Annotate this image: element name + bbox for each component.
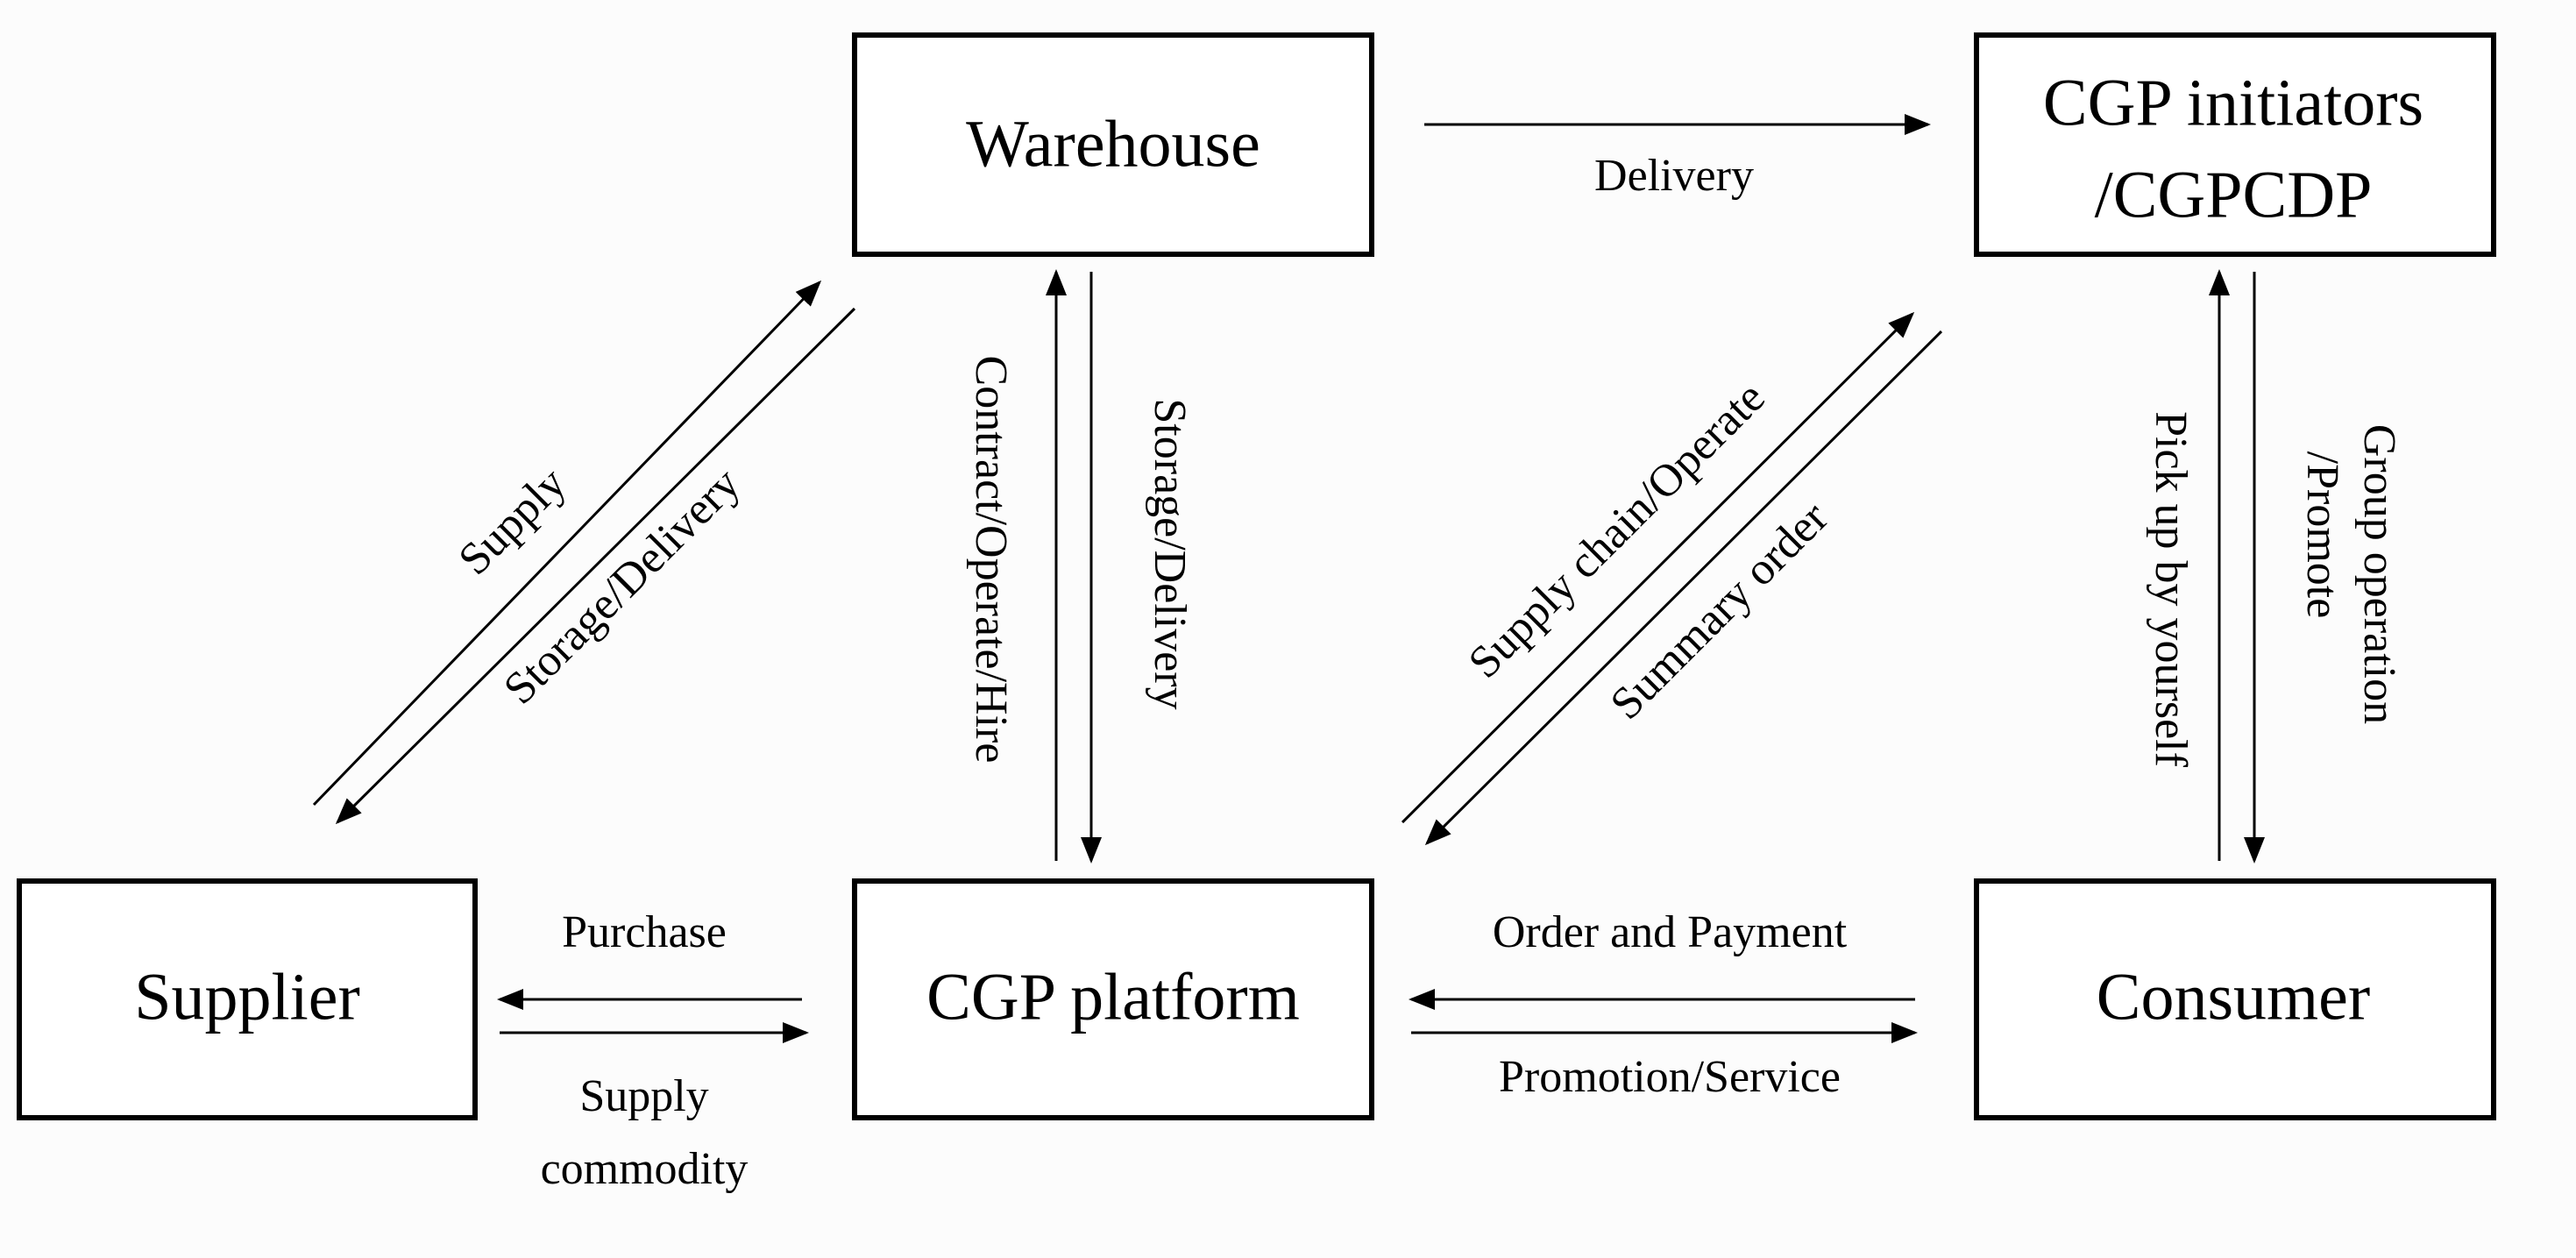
pick-up-label: Pick up by yourself [2146,411,2196,768]
cgp-initiators-label-line1: CGP initiators [2043,66,2423,139]
consumer-label: Consumer [2097,960,2370,1034]
consumer-node: Consumer [1974,878,2496,1120]
order-payment-label: Order and Payment [1493,907,1848,957]
group-operation-label: Group operation [2354,424,2404,724]
cgp-platform-box [852,878,1374,1120]
supply-chain-operate-arrow [1401,311,1915,824]
warehouse-label: Warehouse [966,107,1260,181]
consumer-box [1974,878,2496,1120]
supplier-box [17,878,478,1120]
purchase-label: Purchase [562,907,727,957]
supplier-label: Supplier [134,960,360,1034]
summary-order-arrow [1424,330,1943,846]
promotion-service-label: Promotion/Service [1499,1052,1841,1102]
cgp-initiators-label-line2: /CGPCDP [2095,158,2373,231]
cgp-initiators-node: CGP initiators /CGPCDP [1974,32,2496,257]
storage-delivery-left-arrow [335,307,856,825]
promote-label: /Promote [2297,451,2347,619]
warehouse-node: Warehouse [852,32,1374,257]
storage-delivery-mid-label: Storage/Delivery [1145,398,1195,709]
delivery-label: Delivery [1594,151,1754,201]
supply-arrow [312,280,822,807]
warehouse-box [852,32,1374,257]
supply-commodity-label-line1: Supply [579,1071,708,1121]
cgp-platform-label: CGP platform [926,960,1300,1034]
cgp-initiators-box [1974,32,2496,257]
supply-commodity-label-line2: commodity [541,1144,749,1194]
cgp-platform-node: CGP platform [852,878,1374,1120]
supplier-node: Supplier [17,878,478,1120]
contract-operate-hire-label: Contract/Operate/Hire [966,356,1016,764]
